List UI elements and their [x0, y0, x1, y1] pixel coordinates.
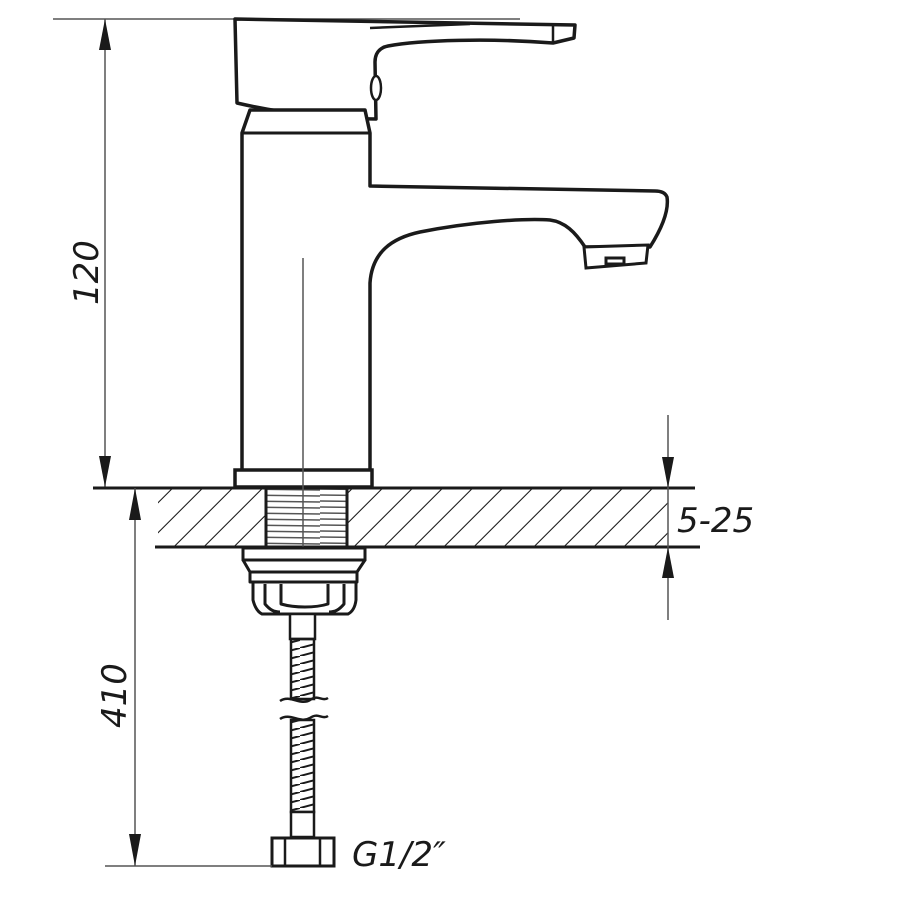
dimension-label-5-25: 5-25 — [677, 501, 754, 541]
mounting-nut — [241, 546, 367, 616]
aerator — [582, 243, 650, 270]
dimension-tap-height: 120 — [53, 18, 520, 487]
arrow-down-icon — [662, 457, 674, 488]
countertop-section — [93, 486, 700, 549]
threaded-shank — [264, 486, 349, 549]
break-mark-icon — [279, 696, 329, 703]
thread-spec-label: G1/2″ — [352, 835, 446, 875]
dimension-hose-length: 410 — [95, 488, 272, 867]
arrow-up-icon — [129, 488, 141, 520]
flexible-hose — [279, 612, 329, 839]
arrow-down-icon — [99, 456, 111, 487]
break-mark-icon — [279, 714, 329, 721]
dimension-countertop-thickness: 5-25 — [662, 415, 754, 620]
dimension-label-120: 120 — [67, 240, 107, 305]
hose-connector-nut — [270, 836, 336, 868]
lever-handle — [233, 17, 577, 121]
dimension-label-410: 410 — [95, 663, 135, 728]
arrow-down-icon — [129, 834, 141, 866]
tap-body — [240, 108, 670, 474]
arrow-up-icon — [99, 19, 111, 50]
arrow-up-icon — [662, 547, 674, 578]
